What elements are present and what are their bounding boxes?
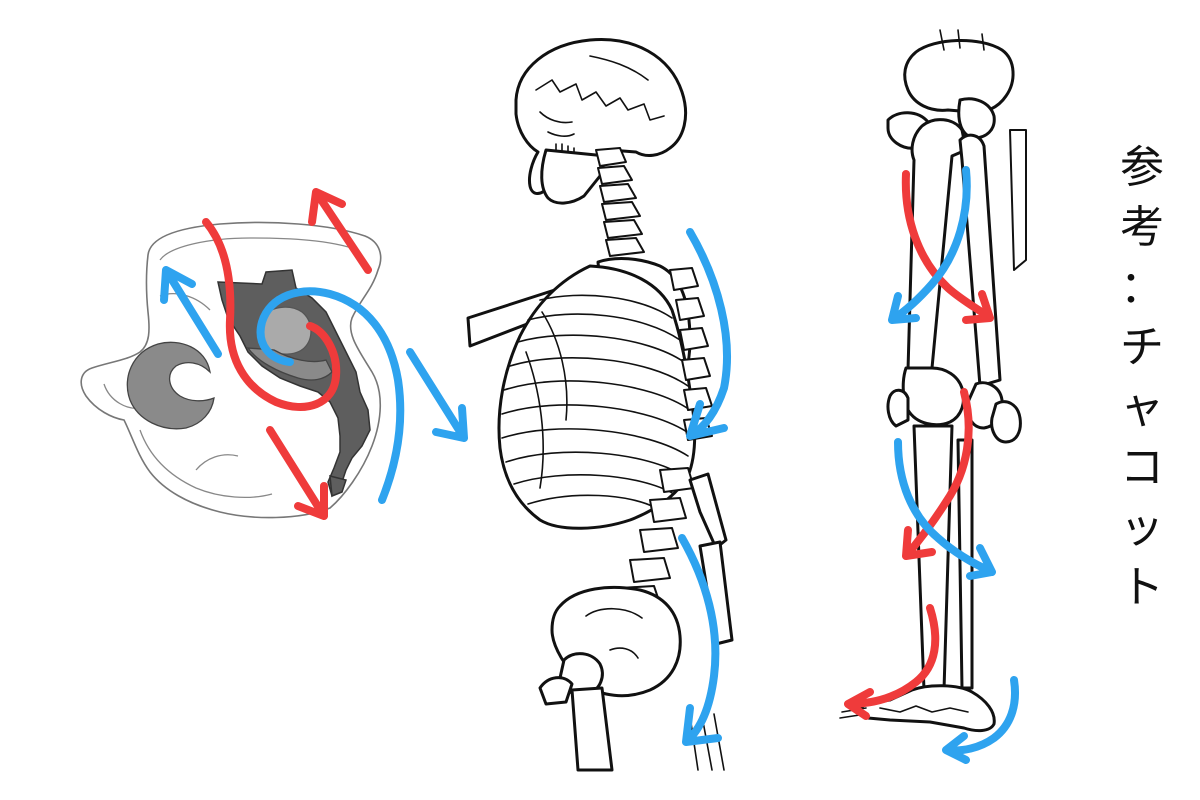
forearm xyxy=(688,472,728,550)
jaw xyxy=(540,148,608,205)
caption-char: ッ xyxy=(1120,502,1164,553)
caption-char: コ xyxy=(1120,442,1164,493)
blue-arrow xyxy=(678,534,722,746)
spine xyxy=(619,267,713,609)
blue-arrow xyxy=(894,438,996,580)
caption-char: ト xyxy=(1120,562,1164,613)
caption-char: チ xyxy=(1120,322,1164,373)
femur-side xyxy=(570,686,614,772)
blue-arrow xyxy=(888,166,971,324)
red-arrow xyxy=(266,426,328,520)
blue-arrow xyxy=(256,287,405,504)
rib-cage xyxy=(497,264,697,530)
acetabulum xyxy=(126,341,215,430)
leg-skeleton-illustration xyxy=(839,29,1027,764)
caption-char: ャ xyxy=(1120,382,1164,433)
caption-char: 参 xyxy=(1120,142,1164,193)
femur xyxy=(906,118,968,372)
blue-arrow xyxy=(160,266,222,358)
ribs xyxy=(501,294,691,509)
red-arrow xyxy=(844,604,940,720)
red-arrow xyxy=(901,170,994,324)
red-arrow xyxy=(902,388,973,560)
cervical-vertebrae xyxy=(595,147,645,257)
blue-arrow xyxy=(686,228,731,440)
red-arrow xyxy=(308,188,372,274)
pelvis-front xyxy=(903,39,1015,114)
knee xyxy=(901,366,965,427)
caption-char: 考 xyxy=(1120,202,1164,253)
red-arrow xyxy=(202,218,341,411)
reference-caption: 参 考 ： チ ャ コ ッ ト xyxy=(1118,138,1166,618)
blue-arrow xyxy=(406,348,468,442)
pelvis-illustration xyxy=(80,188,468,520)
blue-arrow xyxy=(942,676,1019,764)
skeleton-side-illustration xyxy=(466,37,734,772)
caption-char: ： xyxy=(1120,262,1164,313)
